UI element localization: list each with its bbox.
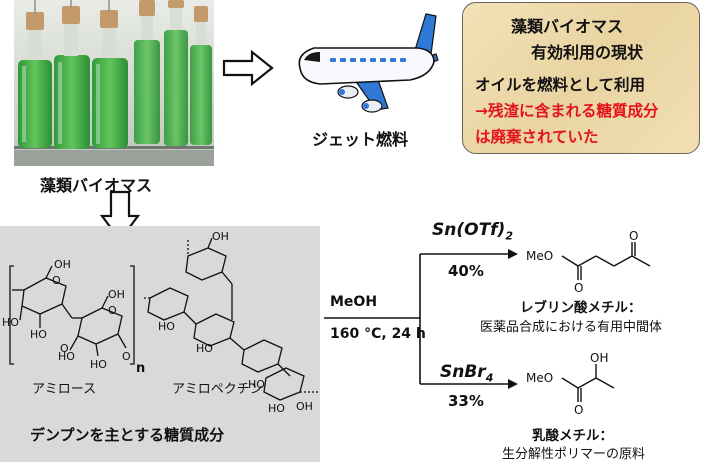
lactate-desc: 生分解性ポリマーの原料 bbox=[502, 447, 646, 462]
levulinate-name: レブリン酸メチル： bbox=[520, 300, 642, 316]
atom-oh: OH bbox=[54, 258, 71, 271]
levulinate-meo: MeO bbox=[526, 249, 553, 263]
svg-text:HO: HO bbox=[58, 350, 75, 363]
info-title-line1: 藻類バイオマス bbox=[511, 17, 624, 36]
levulinate-desc: 医薬品合成における有用中間体 bbox=[480, 320, 663, 335]
svg-text:HO: HO bbox=[30, 328, 47, 341]
svg-text:O: O bbox=[60, 342, 69, 355]
info-line-discarded: は廃棄されていた bbox=[475, 128, 599, 146]
amylose-label: アミロース bbox=[32, 382, 97, 397]
catalyst-bottom: SnBr4 bbox=[440, 362, 494, 385]
product-structures: MeO O O MeO O OH bbox=[526, 229, 651, 417]
reagent-label: MeOH bbox=[330, 294, 378, 310]
subscript-n: n bbox=[136, 361, 145, 376]
conditions-label: 160 °C, 24 h bbox=[330, 326, 426, 342]
info-line-oil: オイルを燃料として利用 bbox=[475, 76, 646, 94]
svg-text:HO: HO bbox=[268, 402, 285, 415]
airplane-icon bbox=[298, 13, 439, 113]
svg-text:OH: OH bbox=[296, 400, 313, 413]
svg-text:HO: HO bbox=[158, 320, 175, 333]
starch-structures: OH O HO HO O OH O HO HO O OH HO HO HO HO… bbox=[2, 230, 318, 415]
starch-panel bbox=[0, 226, 320, 462]
svg-text:OH: OH bbox=[108, 288, 125, 301]
svg-text:O: O bbox=[52, 274, 61, 287]
algae-biomass-label: 藻類バイオマス bbox=[40, 176, 153, 195]
yield-top: 40% bbox=[448, 262, 484, 280]
reaction-arrows bbox=[324, 249, 518, 389]
lactate-name: 乳酸メチル： bbox=[532, 428, 613, 444]
info-line-residue: →残渣に含まれる糖質成分 bbox=[475, 102, 659, 120]
levulinate-o2: O bbox=[629, 229, 638, 243]
lactate-meo: MeO bbox=[526, 371, 553, 385]
arrow-right-icon bbox=[222, 50, 274, 86]
amylopectin-label: アミロペクチン bbox=[172, 382, 263, 397]
status-info-box: 藻類バイオマス 有効利用の現状 オイルを燃料として利用 →残渣に含まれる糖質成分… bbox=[462, 2, 700, 154]
svg-text:HO: HO bbox=[2, 316, 19, 329]
svg-text:O: O bbox=[122, 350, 131, 363]
jet-fuel-label: ジェット燃料 bbox=[312, 130, 409, 149]
levulinate-o1: O bbox=[574, 281, 583, 295]
lactate-o: O bbox=[574, 403, 583, 417]
catalyst-top: Sn(OTf)2 bbox=[432, 220, 513, 243]
lactate-oh: OH bbox=[590, 351, 608, 365]
svg-text:HO: HO bbox=[248, 378, 265, 391]
yield-bottom: 33% bbox=[448, 392, 484, 410]
info-title-line2: 有効利用の現状 bbox=[531, 43, 644, 62]
algae-photo bbox=[14, 0, 214, 166]
starch-caption: デンプンを主とする糖質成分 bbox=[30, 426, 225, 444]
svg-text:HO: HO bbox=[90, 358, 107, 371]
svg-text:OH: OH bbox=[212, 230, 229, 243]
svg-text:O: O bbox=[108, 304, 117, 317]
svg-text:HO: HO bbox=[196, 342, 213, 355]
